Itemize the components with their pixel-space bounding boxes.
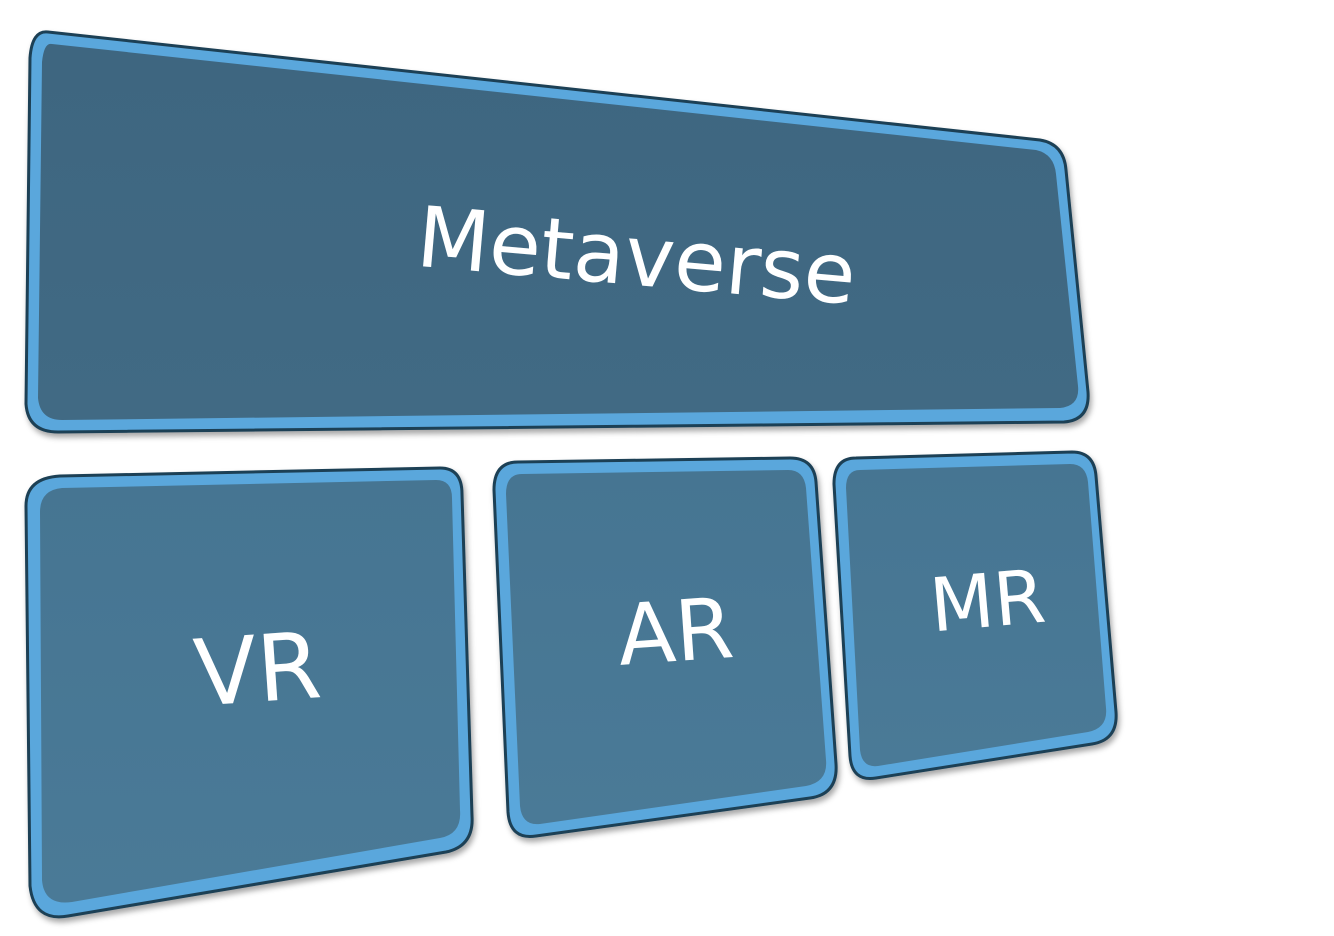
mr-block: MR <box>832 450 1118 781</box>
vr-block-face <box>40 480 461 903</box>
ar-label: AR <box>614 579 736 685</box>
vr-label: VR <box>191 612 325 728</box>
metaverse-block-face <box>38 43 1079 421</box>
vr-block: VR <box>24 466 474 919</box>
metaverse-block: Metaverse <box>24 30 1090 434</box>
ar-block: AR <box>492 456 838 838</box>
mr-label: MR <box>926 554 1048 650</box>
mr-block-face <box>846 464 1107 767</box>
ar-block-face <box>506 470 827 825</box>
